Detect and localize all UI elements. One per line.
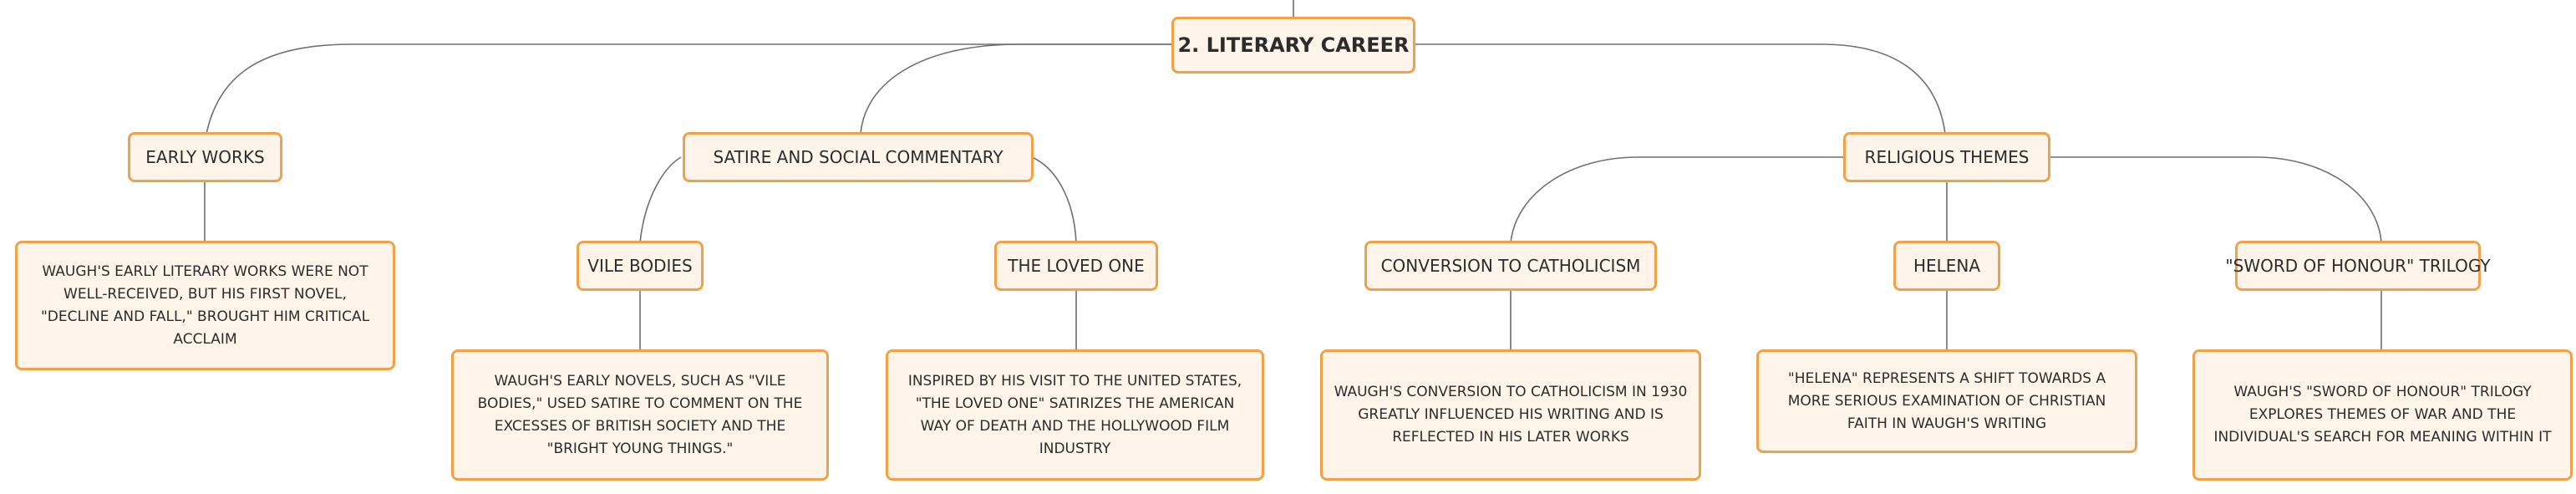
connector-satire-loved-one <box>1031 156 1077 243</box>
loved-one-description[interactable]: INSPIRED BY HIS VISIT TO THE UNITED STAT… <box>886 349 1264 481</box>
connector-root-early-works <box>206 43 1171 135</box>
conversion-description[interactable]: WAUGH'S CONVERSION TO CATHOLICISM IN 193… <box>1320 349 1701 481</box>
early-works-node[interactable]: EARLY WORKS <box>128 132 282 182</box>
religious-themes-node[interactable]: RELIGIOUS THEMES <box>1843 132 2050 182</box>
sword-of-honour-description[interactable]: WAUGH'S "SWORD OF HONOUR" TRILOGY EXPLOR… <box>2192 349 2573 481</box>
satire-node[interactable]: SATIRE AND SOCIAL COMMENTARY <box>683 132 1034 182</box>
vile-bodies-description[interactable]: WAUGH'S EARLY NOVELS, SUCH AS "VILE BODI… <box>451 349 829 481</box>
helena-description[interactable]: "HELENA" REPRESENTS A SHIFT TOWARDS A MO… <box>1756 349 2137 453</box>
early-works-description[interactable]: WAUGH'S EARLY LITERARY WORKS WERE NOT WE… <box>15 241 395 370</box>
connector-root-religious <box>1415 43 1946 135</box>
connector-root-satire <box>860 43 1171 135</box>
connector-satire-vile-bodies <box>639 156 682 243</box>
conversion-node[interactable]: CONVERSION TO CATHOLICISM <box>1364 241 1657 291</box>
connector-religious-conversion <box>1510 156 1845 243</box>
sword-of-honour-node[interactable]: "SWORD OF HONOUR" TRILOGY <box>2225 241 2491 291</box>
vile-bodies-node[interactable]: VILE BODIES <box>577 241 704 291</box>
helena-node[interactable]: HELENA <box>1893 241 2000 291</box>
root-node[interactable]: 2. LITERARY CAREER <box>1171 17 1415 74</box>
loved-one-node[interactable]: THE LOVED ONE <box>994 241 1158 291</box>
connector-religious-sword <box>2049 156 2382 243</box>
